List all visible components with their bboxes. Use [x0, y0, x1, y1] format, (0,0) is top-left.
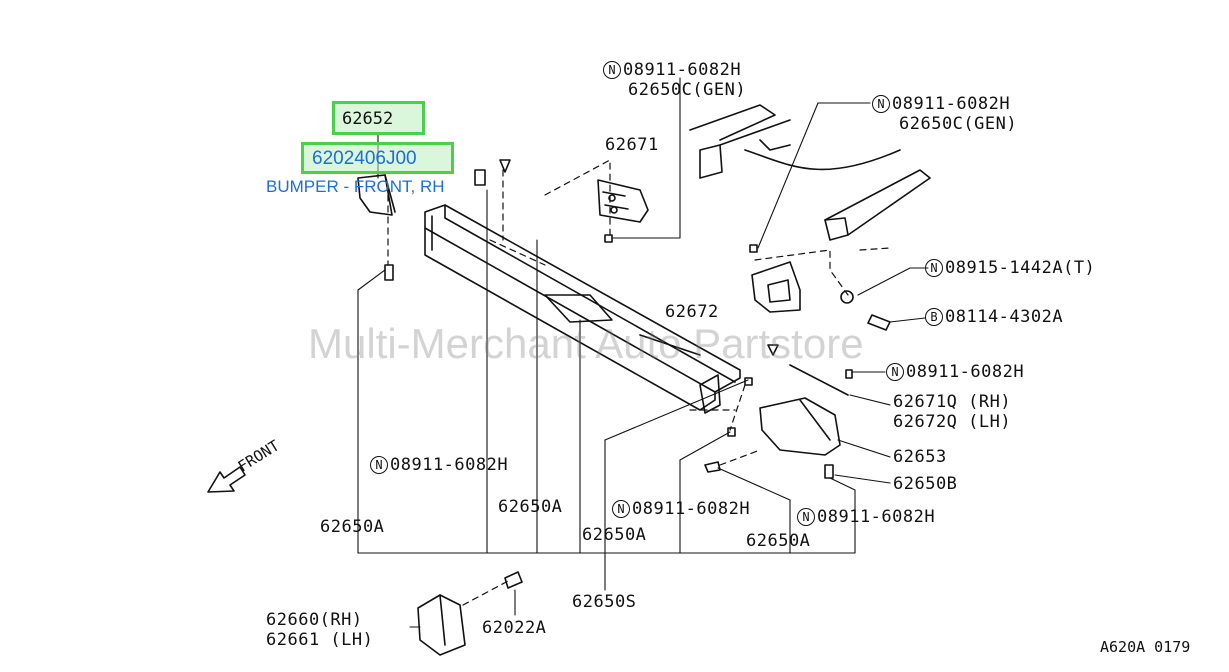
callout-c2: 62650C(GEN)	[628, 80, 747, 100]
callout-c20: 62650A	[746, 531, 811, 551]
bumper-corner-62660	[417, 594, 466, 656]
highlighted-catalog-number[interactable]: 6202406J00	[301, 142, 454, 174]
highlighted-part-name: BUMPER - FRONT, RH	[266, 177, 445, 196]
side-bracket-62653	[759, 364, 849, 456]
callout-c7: 62672	[665, 302, 719, 322]
mount-bracket-62672	[751, 261, 801, 313]
callout-c22: 62660(RH)	[266, 610, 363, 630]
callout-c19: 62650A	[582, 525, 647, 545]
frame-rail	[689, 104, 931, 241]
callout-c12: 62653	[893, 447, 947, 467]
front-arrow-icon	[207, 466, 246, 493]
callout-c3: 62671	[605, 135, 659, 155]
callout-c10: 62671Q (RH)	[893, 392, 1012, 412]
highlighted-part-number[interactable]: 62652	[332, 101, 425, 135]
mount-bracket-62671	[597, 179, 649, 223]
assembly-dashes	[387, 159, 891, 606]
callout-c21: 62650S	[572, 592, 637, 612]
diagram-code: A620A 0179	[1100, 638, 1191, 656]
callout-c11: 62672Q (LH)	[893, 412, 1012, 432]
callout-c13: 62650B	[893, 474, 958, 494]
bracket-rh	[357, 174, 396, 216]
callout-c18: 62650A	[320, 517, 385, 537]
callout-c5: 62650C(GEN)	[899, 114, 1018, 134]
callout-c15: 62650A	[498, 497, 563, 517]
callout-c24: 62022A	[482, 618, 547, 638]
callout-c23: 62661 (LH)	[266, 630, 374, 650]
bumper-beam	[424, 204, 741, 414]
watermark: Multi-Merchant Auto Partstore	[308, 320, 864, 367]
